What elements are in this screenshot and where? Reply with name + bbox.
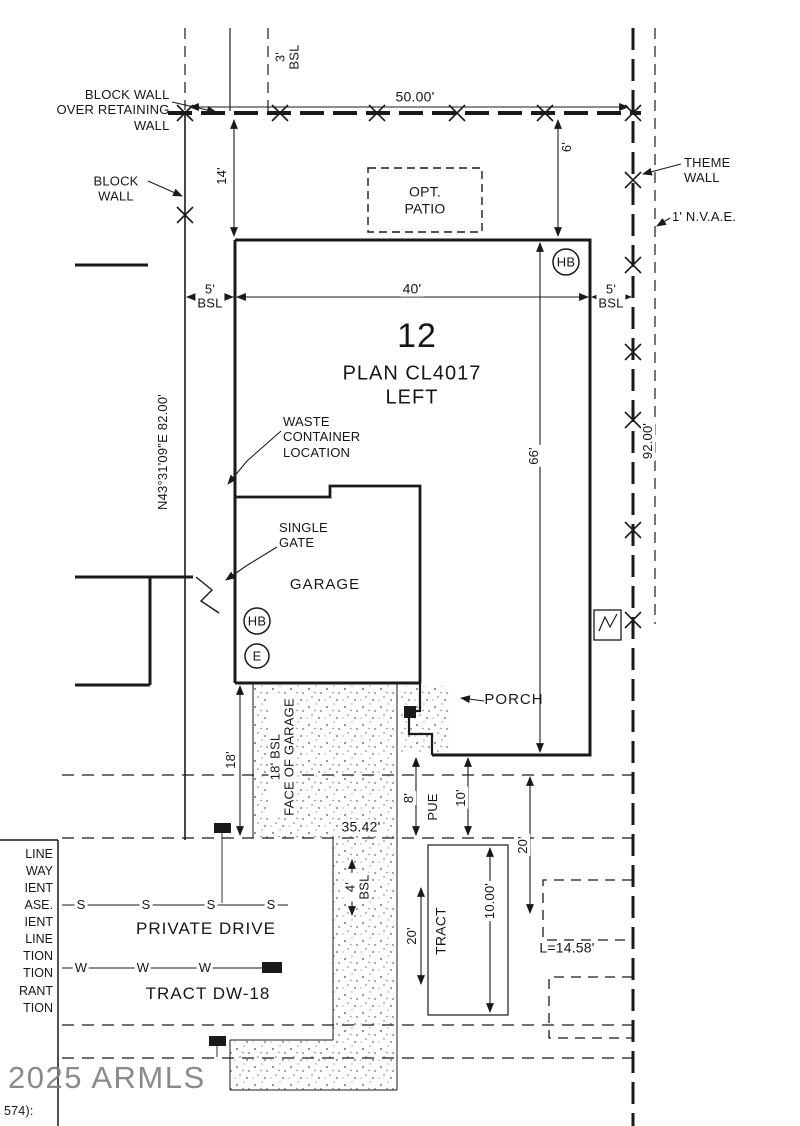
lot-number: 12 bbox=[397, 316, 437, 355]
dim-40ft: 40' bbox=[400, 280, 424, 297]
dim-10ft: 10' bbox=[453, 787, 469, 809]
driveway-concrete bbox=[230, 684, 450, 1090]
nvae-note: 1' N.V.A.E. bbox=[672, 209, 737, 224]
opt-patio-outline bbox=[367, 167, 483, 233]
sewer-marker: S bbox=[264, 897, 278, 913]
water-marker: W bbox=[134, 960, 152, 976]
water-marker: W bbox=[196, 960, 214, 976]
right-easement-jogs bbox=[542, 879, 632, 1039]
legend-footnote: 574): bbox=[4, 1104, 34, 1118]
boundary-walls bbox=[168, 28, 656, 1126]
legend-item: TION bbox=[23, 1001, 53, 1015]
sewer-marker: S bbox=[74, 897, 88, 913]
dim-18ft: 18' bbox=[223, 749, 239, 771]
garage-face-bsl-label: 18' BSL FACE OF GARAGE bbox=[267, 696, 296, 818]
arc-length-label: L=14.58' bbox=[539, 939, 595, 956]
electric-label: E bbox=[252, 648, 262, 664]
hose-bib-label-top: HB bbox=[556, 254, 576, 270]
dim-20ft-tract: 20' bbox=[404, 925, 420, 947]
dim-6ft: 6' bbox=[559, 139, 575, 155]
legend-item: LINE bbox=[25, 847, 53, 861]
sewer-marker: S bbox=[204, 897, 218, 913]
legend-item: IENT bbox=[24, 915, 53, 929]
dim-20ft-east: 20' bbox=[515, 834, 531, 856]
legend-item: WAY bbox=[25, 864, 53, 878]
neighbor-walls bbox=[75, 263, 220, 687]
dimension-lines bbox=[186, 103, 632, 1013]
electric-circle bbox=[244, 643, 270, 669]
legend-frame bbox=[0, 839, 59, 1126]
bsl-3-label: 3' BSL bbox=[272, 42, 301, 72]
bsl-4-label: 4' BSL bbox=[342, 872, 371, 902]
theme-wall-note: THEME WALL bbox=[684, 155, 731, 186]
block-wall-note: BLOCK WALL bbox=[93, 173, 139, 204]
water-meter-box bbox=[262, 962, 282, 973]
legend-item: IENT bbox=[24, 881, 53, 895]
tract-label: TRACT bbox=[432, 905, 449, 957]
porch-concrete bbox=[400, 686, 450, 752]
porch-steps bbox=[407, 683, 434, 755]
bsl-5-left-label: 5' BSL bbox=[195, 281, 225, 310]
house-outline bbox=[233, 238, 592, 757]
legend-item: TION bbox=[23, 949, 53, 963]
bsl-5-right-label: 5' BSL bbox=[596, 281, 626, 310]
hose-bib-circle-garage bbox=[243, 607, 271, 635]
utility-box-symbol bbox=[593, 609, 622, 641]
utility-lines bbox=[62, 823, 288, 1057]
west-bearing-label: N43°31'09"E 82.00' bbox=[155, 392, 171, 512]
dim-8ft: 8' bbox=[401, 790, 417, 806]
hose-bib-label-garage: HB bbox=[247, 613, 267, 629]
east-dim-92ft: 92.00' bbox=[640, 420, 656, 462]
porch-label: PORCH bbox=[484, 691, 544, 709]
garage-label: GARAGE bbox=[289, 576, 361, 594]
driveway-edges bbox=[229, 684, 398, 1091]
plan-name: PLAN CL4017 LEFT bbox=[342, 362, 482, 408]
waste-container-note: WASTE CONTAINER LOCATION bbox=[283, 414, 361, 460]
private-drive-label: PRIVATE DRIVE bbox=[136, 918, 276, 938]
leader-lines bbox=[147, 101, 682, 704]
armls-watermark: 2025 ARMLS bbox=[8, 1060, 206, 1095]
dim-50ft: 50.00' bbox=[393, 88, 437, 105]
dim-1000: 10.00' bbox=[482, 880, 498, 922]
legend-item: LINE bbox=[25, 932, 53, 946]
dim-3542: 35.42' bbox=[339, 818, 383, 835]
meter-box bbox=[214, 823, 231, 833]
easement-lines bbox=[62, 774, 632, 1059]
opt-patio-label: OPT. PATIO bbox=[404, 183, 446, 216]
single-gate-note: SINGLE GATE bbox=[279, 520, 328, 551]
porch-post bbox=[404, 706, 416, 718]
legend-item: TION bbox=[23, 966, 53, 980]
meter-box-lower bbox=[209, 1036, 226, 1046]
tract-dw18-label: TRACT DW-18 bbox=[145, 983, 271, 1003]
dim-14ft: 14' bbox=[214, 165, 230, 187]
pue-label: PUE bbox=[425, 791, 441, 823]
hose-bib-circle-top bbox=[552, 248, 580, 276]
retaining-wall-note: BLOCK WALL OVER RETAINING WALL bbox=[56, 87, 170, 133]
dim-66ft: 66' bbox=[526, 445, 542, 467]
sewer-marker: S bbox=[139, 897, 153, 913]
tract-outline bbox=[427, 844, 509, 1016]
water-marker: W bbox=[72, 960, 90, 976]
legend-item: ASE. bbox=[24, 898, 54, 912]
legend-item: RANT bbox=[18, 984, 53, 998]
single-gate-symbol bbox=[195, 576, 220, 614]
